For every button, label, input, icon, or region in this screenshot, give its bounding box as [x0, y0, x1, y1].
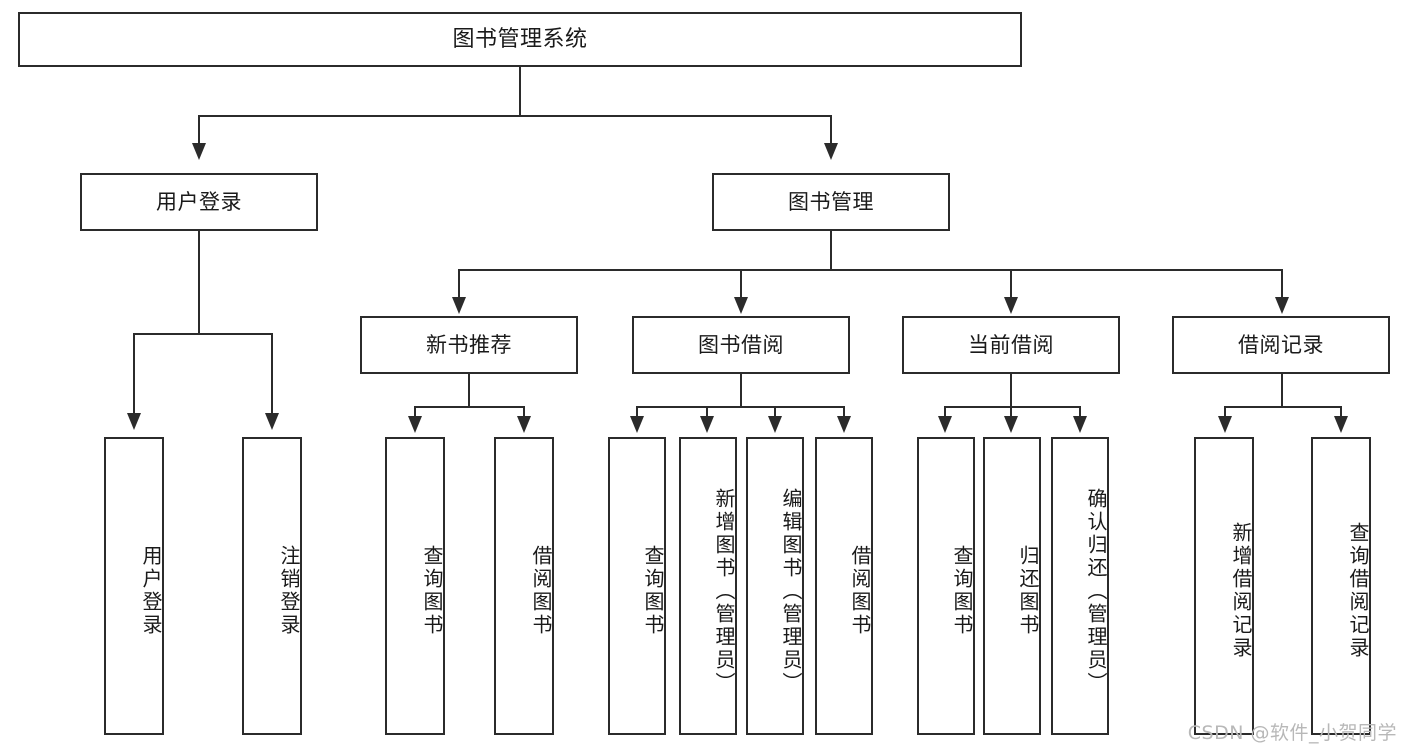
leaf-current-borrow-confirm[interactable]: 确认归还（管理员）: [1051, 437, 1109, 735]
node-label: 确认归还（管理员）: [1084, 487, 1108, 695]
connector-book-borrow-drop-1: [636, 406, 638, 418]
connector-level2-drop-3: [1010, 269, 1012, 299]
node-label: 新增图书（管理员）: [712, 487, 736, 695]
node-label: 查询图书: [641, 545, 665, 637]
connector-new-book-bus: [414, 406, 524, 408]
arrowhead-book-borrow-3: [768, 416, 782, 433]
node-borrow-record[interactable]: 借阅记录: [1172, 316, 1390, 374]
arrowhead-book-borrow-2: [700, 416, 714, 433]
connector-root-stem: [519, 67, 521, 116]
node-label: 注销登录: [277, 545, 301, 637]
leaf-book-borrow-borrow[interactable]: 借阅图书: [815, 437, 873, 735]
connector-level2-bus: [458, 269, 1282, 271]
connector-level2-drop-4: [1281, 269, 1283, 299]
connector-level2-drop-2: [740, 269, 742, 299]
leaf-user-login-signout[interactable]: 注销登录: [242, 437, 302, 735]
node-label: 用户登录: [139, 545, 163, 637]
leaf-book-borrow-edit[interactable]: 编辑图书（管理员）: [746, 437, 804, 735]
arrowhead-book-borrow-4: [837, 416, 851, 433]
connector-book-mgmt-stem: [830, 231, 832, 271]
connector-book-borrow-drop-3: [774, 406, 776, 418]
arrowhead-level2-4: [1275, 297, 1289, 314]
connector-new-book-stem: [468, 374, 470, 408]
connector-level1-bus: [198, 115, 832, 117]
node-label: 借阅图书: [848, 545, 872, 637]
node-label: 新增借阅记录: [1229, 522, 1253, 660]
node-book-management[interactable]: 图书管理: [712, 173, 950, 231]
connector-new-book-drop-1: [414, 406, 416, 418]
node-label: 新书推荐: [426, 332, 512, 357]
node-label: 图书借阅: [698, 332, 784, 357]
connector-user-login-bus: [133, 333, 271, 335]
node-label: 图书管理: [788, 189, 874, 214]
node-label: 查询图书: [950, 545, 974, 637]
node-label: 归还图书: [1016, 545, 1040, 637]
node-user-login[interactable]: 用户登录: [80, 173, 318, 231]
connector-current-borrow-drop-3: [1079, 406, 1081, 418]
arrowhead-borrow-record-1: [1218, 416, 1232, 433]
connector-level2-drop-1: [458, 269, 460, 299]
arrowhead-user-login-1: [127, 413, 141, 430]
arrowhead-new-book-2: [517, 416, 531, 433]
node-label: 查询图书: [420, 545, 444, 637]
connector-level1-drop-2: [830, 115, 832, 145]
node-label: 查询借阅记录: [1346, 522, 1370, 660]
node-label: 借阅记录: [1238, 332, 1324, 357]
node-root-library-system[interactable]: 图书管理系统: [18, 12, 1022, 67]
leaf-new-book-query[interactable]: 查询图书: [385, 437, 445, 735]
connector-book-borrow-stem: [740, 374, 742, 408]
node-label: 当前借阅: [968, 332, 1054, 357]
arrowhead-new-book-1: [408, 416, 422, 433]
node-label: 借阅图书: [529, 545, 553, 637]
connector-book-borrow-drop-4: [843, 406, 845, 418]
node-current-borrow[interactable]: 当前借阅: [902, 316, 1120, 374]
arrowhead-level1-1: [192, 143, 206, 160]
arrowhead-current-borrow-3: [1073, 416, 1087, 433]
node-label: 图书管理系统: [452, 26, 588, 52]
leaf-book-borrow-add[interactable]: 新增图书（管理员）: [679, 437, 737, 735]
arrowhead-current-borrow-1: [938, 416, 952, 433]
connector-book-borrow-drop-2: [706, 406, 708, 418]
node-label: 用户登录: [156, 189, 242, 214]
node-label: 编辑图书（管理员）: [779, 487, 803, 695]
leaf-book-borrow-query[interactable]: 查询图书: [608, 437, 666, 735]
connector-user-login-drop-2: [271, 333, 273, 415]
arrowhead-current-borrow-2: [1004, 416, 1018, 433]
leaf-borrow-record-query[interactable]: 查询借阅记录: [1311, 437, 1371, 735]
connector-current-borrow-drop-2: [1010, 406, 1012, 418]
leaf-user-login-signin[interactable]: 用户登录: [104, 437, 164, 735]
connector-book-borrow-bus: [636, 406, 844, 408]
leaf-new-book-borrow[interactable]: 借阅图书: [494, 437, 554, 735]
arrowhead-level2-3: [1004, 297, 1018, 314]
leaf-current-borrow-query[interactable]: 查询图书: [917, 437, 975, 735]
connector-current-borrow-stem: [1010, 374, 1012, 408]
node-new-book-recommend[interactable]: 新书推荐: [360, 316, 578, 374]
connector-borrow-record-drop-1: [1224, 406, 1226, 418]
arrowhead-level1-2: [824, 143, 838, 160]
connector-current-borrow-bus: [944, 406, 1080, 408]
node-book-borrow[interactable]: 图书借阅: [632, 316, 850, 374]
arrowhead-borrow-record-2: [1334, 416, 1348, 433]
connector-current-borrow-drop-1: [944, 406, 946, 418]
arrowhead-level2-2: [734, 297, 748, 314]
connector-user-login-drop-1: [133, 333, 135, 415]
connector-user-login-stem: [198, 231, 200, 334]
leaf-current-borrow-return[interactable]: 归还图书: [983, 437, 1041, 735]
arrowhead-user-login-2: [265, 413, 279, 430]
connector-new-book-drop-2: [523, 406, 525, 418]
connector-borrow-record-drop-2: [1340, 406, 1342, 418]
connector-borrow-record-bus: [1224, 406, 1341, 408]
arrowhead-level2-1: [452, 297, 466, 314]
connector-level1-drop-1: [198, 115, 200, 145]
leaf-borrow-record-add[interactable]: 新增借阅记录: [1194, 437, 1254, 735]
connector-borrow-record-stem: [1281, 374, 1283, 408]
arrowhead-book-borrow-1: [630, 416, 644, 433]
